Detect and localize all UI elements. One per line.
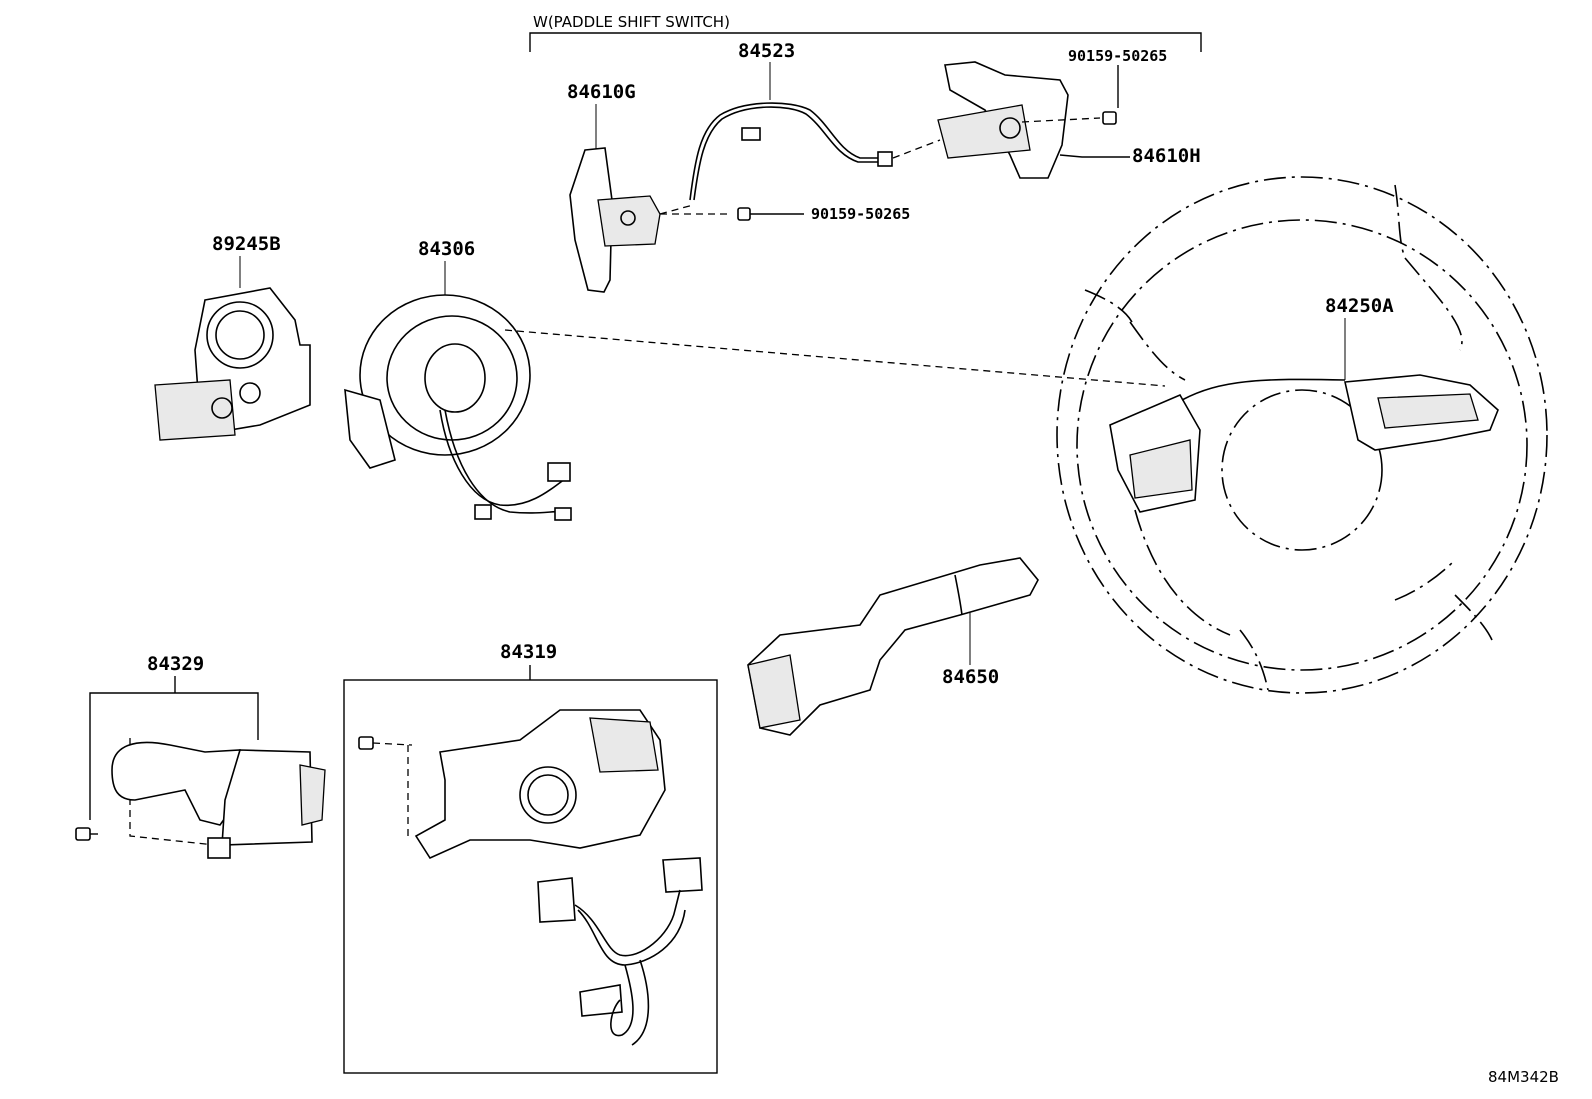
bolt-lower: 90159-50265	[737, 205, 910, 223]
variant-label: W(PADDLE SHIFT SWITCH)	[533, 13, 730, 31]
part-89245B: 89245B	[154, 233, 311, 441]
label-84306[interactable]: 84306	[418, 238, 475, 260]
label-84610G[interactable]: 84610G	[567, 81, 636, 103]
part-84319: 84319	[343, 641, 718, 1074]
label-bolt-upper[interactable]: 90159-50265	[1068, 47, 1167, 65]
label-89245B[interactable]: 89245B	[212, 233, 281, 255]
steering-wheel: 84250A	[1056, 176, 1548, 694]
label-84329[interactable]: 84329	[147, 653, 204, 675]
label-bolt-lower[interactable]: 90159-50265	[811, 205, 910, 223]
label-84650[interactable]: 84650	[942, 666, 999, 688]
diagram-code: 84M342B	[1488, 1068, 1559, 1086]
bolt-upper: 90159-50265	[1068, 47, 1167, 125]
label-84250A[interactable]: 84250A	[1325, 295, 1394, 317]
part-84329: 84329	[75, 653, 326, 859]
part-84306: 84306	[344, 238, 1166, 521]
part-84610H: 84610H	[937, 61, 1201, 179]
part-84610G: 84610G	[567, 81, 727, 293]
part-84650: 84650	[747, 557, 1039, 736]
combination-switch-box	[343, 679, 718, 1074]
label-84523[interactable]: 84523	[738, 40, 795, 62]
part-84523: 84523	[659, 40, 941, 215]
label-84319[interactable]: 84319	[500, 641, 557, 663]
paddle-shift-bracket: W(PADDLE SHIFT SWITCH)	[529, 13, 1202, 52]
label-84610H[interactable]: 84610H	[1132, 145, 1201, 167]
